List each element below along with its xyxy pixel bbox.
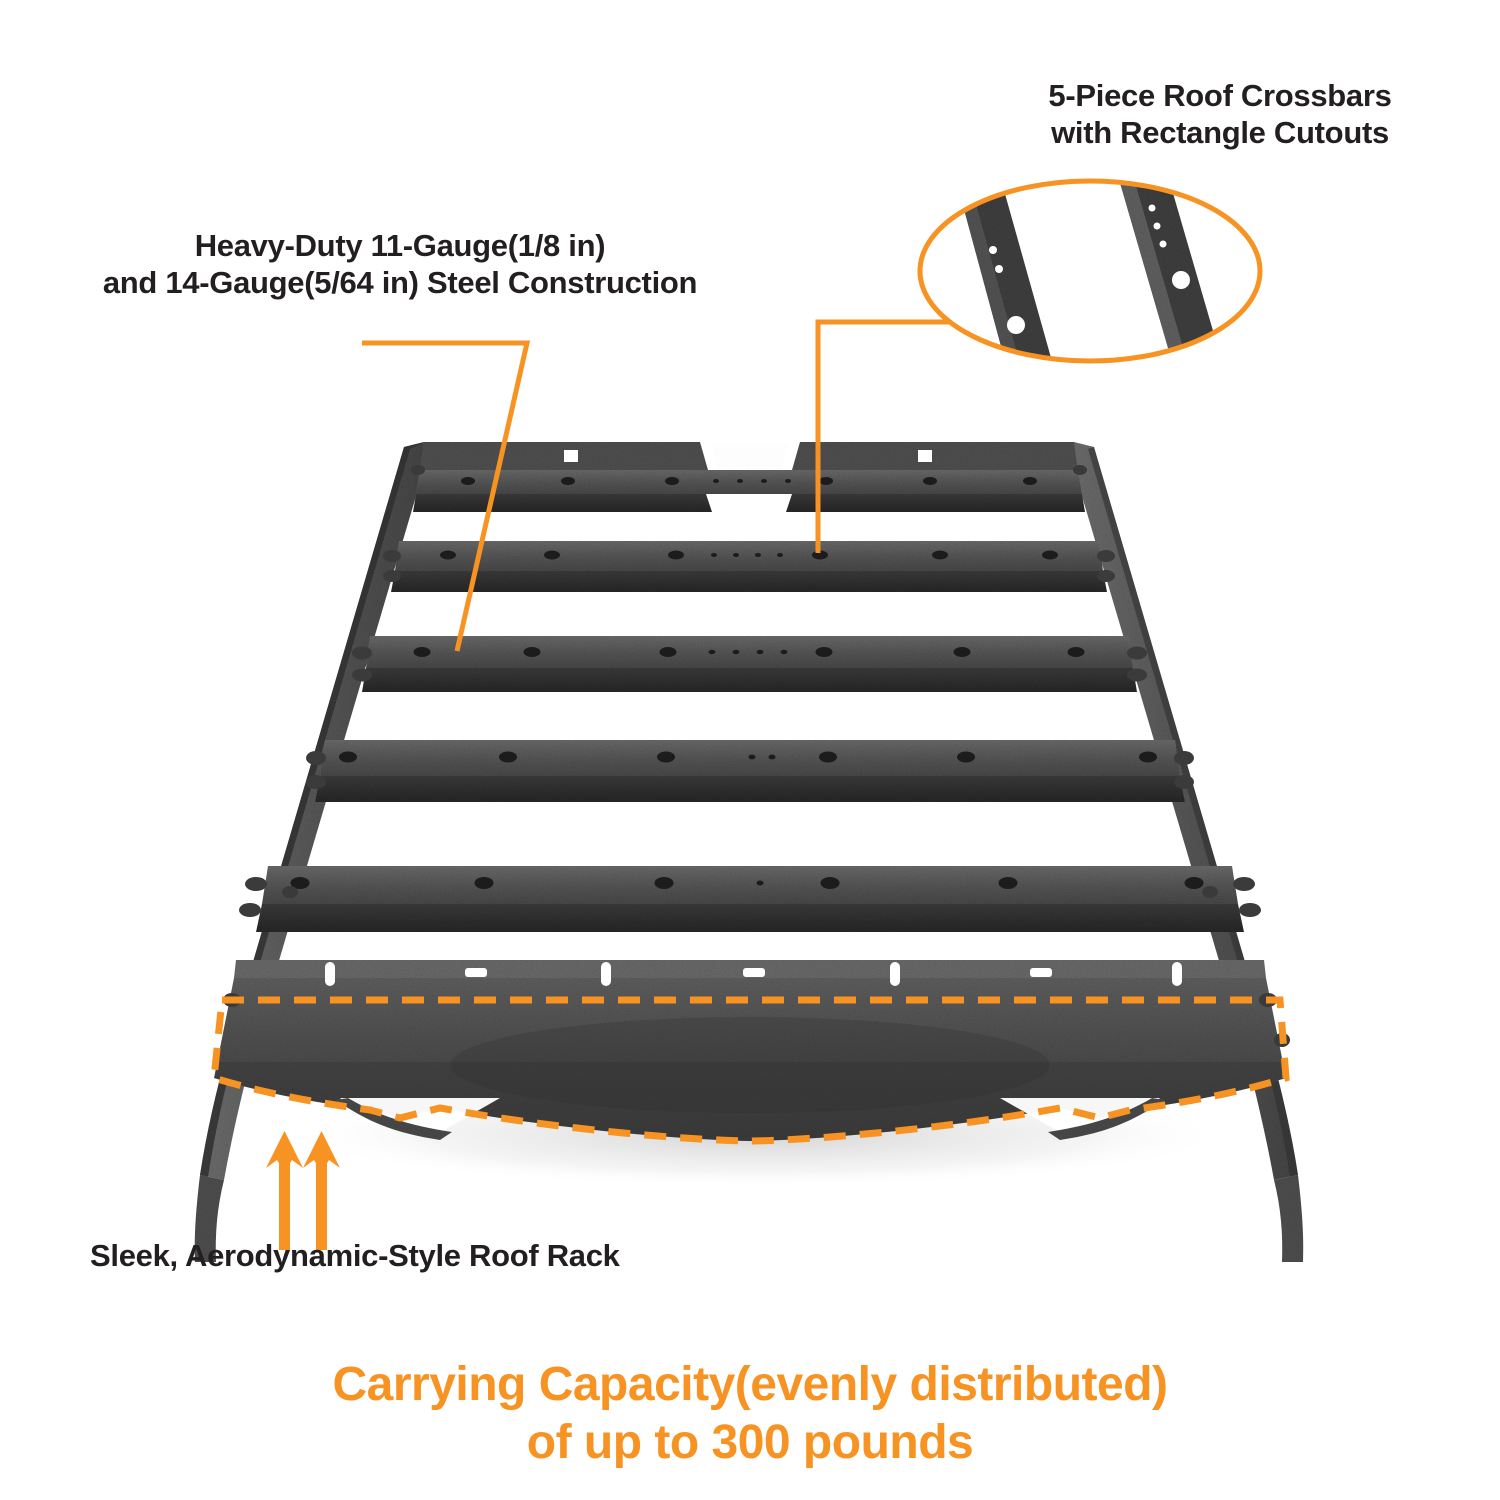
aerodynamic-callout: Sleek, Aerodynamic-Style Roof Rack [90, 1238, 620, 1273]
crossbar-3 [352, 636, 1147, 692]
annotation-graphics [210, 178, 1290, 1250]
gauge-leader-line [362, 340, 531, 652]
carrying-capacity-callout: Carrying Capacity(evenly distributed) of… [332, 1358, 1168, 1469]
arrow-up-2 [303, 1131, 340, 1250]
crossbar-5 [239, 866, 1261, 932]
deflector-highlight-outline [210, 996, 1290, 1145]
wind-deflector-panel [214, 960, 1286, 1141]
crossbar-1-holes [461, 477, 1037, 485]
crossbar-1 [413, 442, 1085, 512]
crossbar-2 [383, 541, 1115, 592]
arrow-up-1 [266, 1131, 303, 1250]
crossbar-detail-oval [917, 178, 1263, 364]
crossbars-leader-line [815, 319, 952, 553]
roof-rack-assembly [194, 442, 1304, 1262]
roof-crossbars-callout: 5-Piece Roof Crossbars with Rectangle Cu… [1048, 78, 1392, 150]
deflector-slot-cutouts [325, 962, 1182, 986]
crossbar-4 [306, 740, 1194, 802]
heavy-duty-steel-callout: Heavy-Duty 11-Gauge(1/8 in) and 14-Gauge… [102, 228, 698, 300]
aerodynamic-arrows [266, 1131, 340, 1250]
